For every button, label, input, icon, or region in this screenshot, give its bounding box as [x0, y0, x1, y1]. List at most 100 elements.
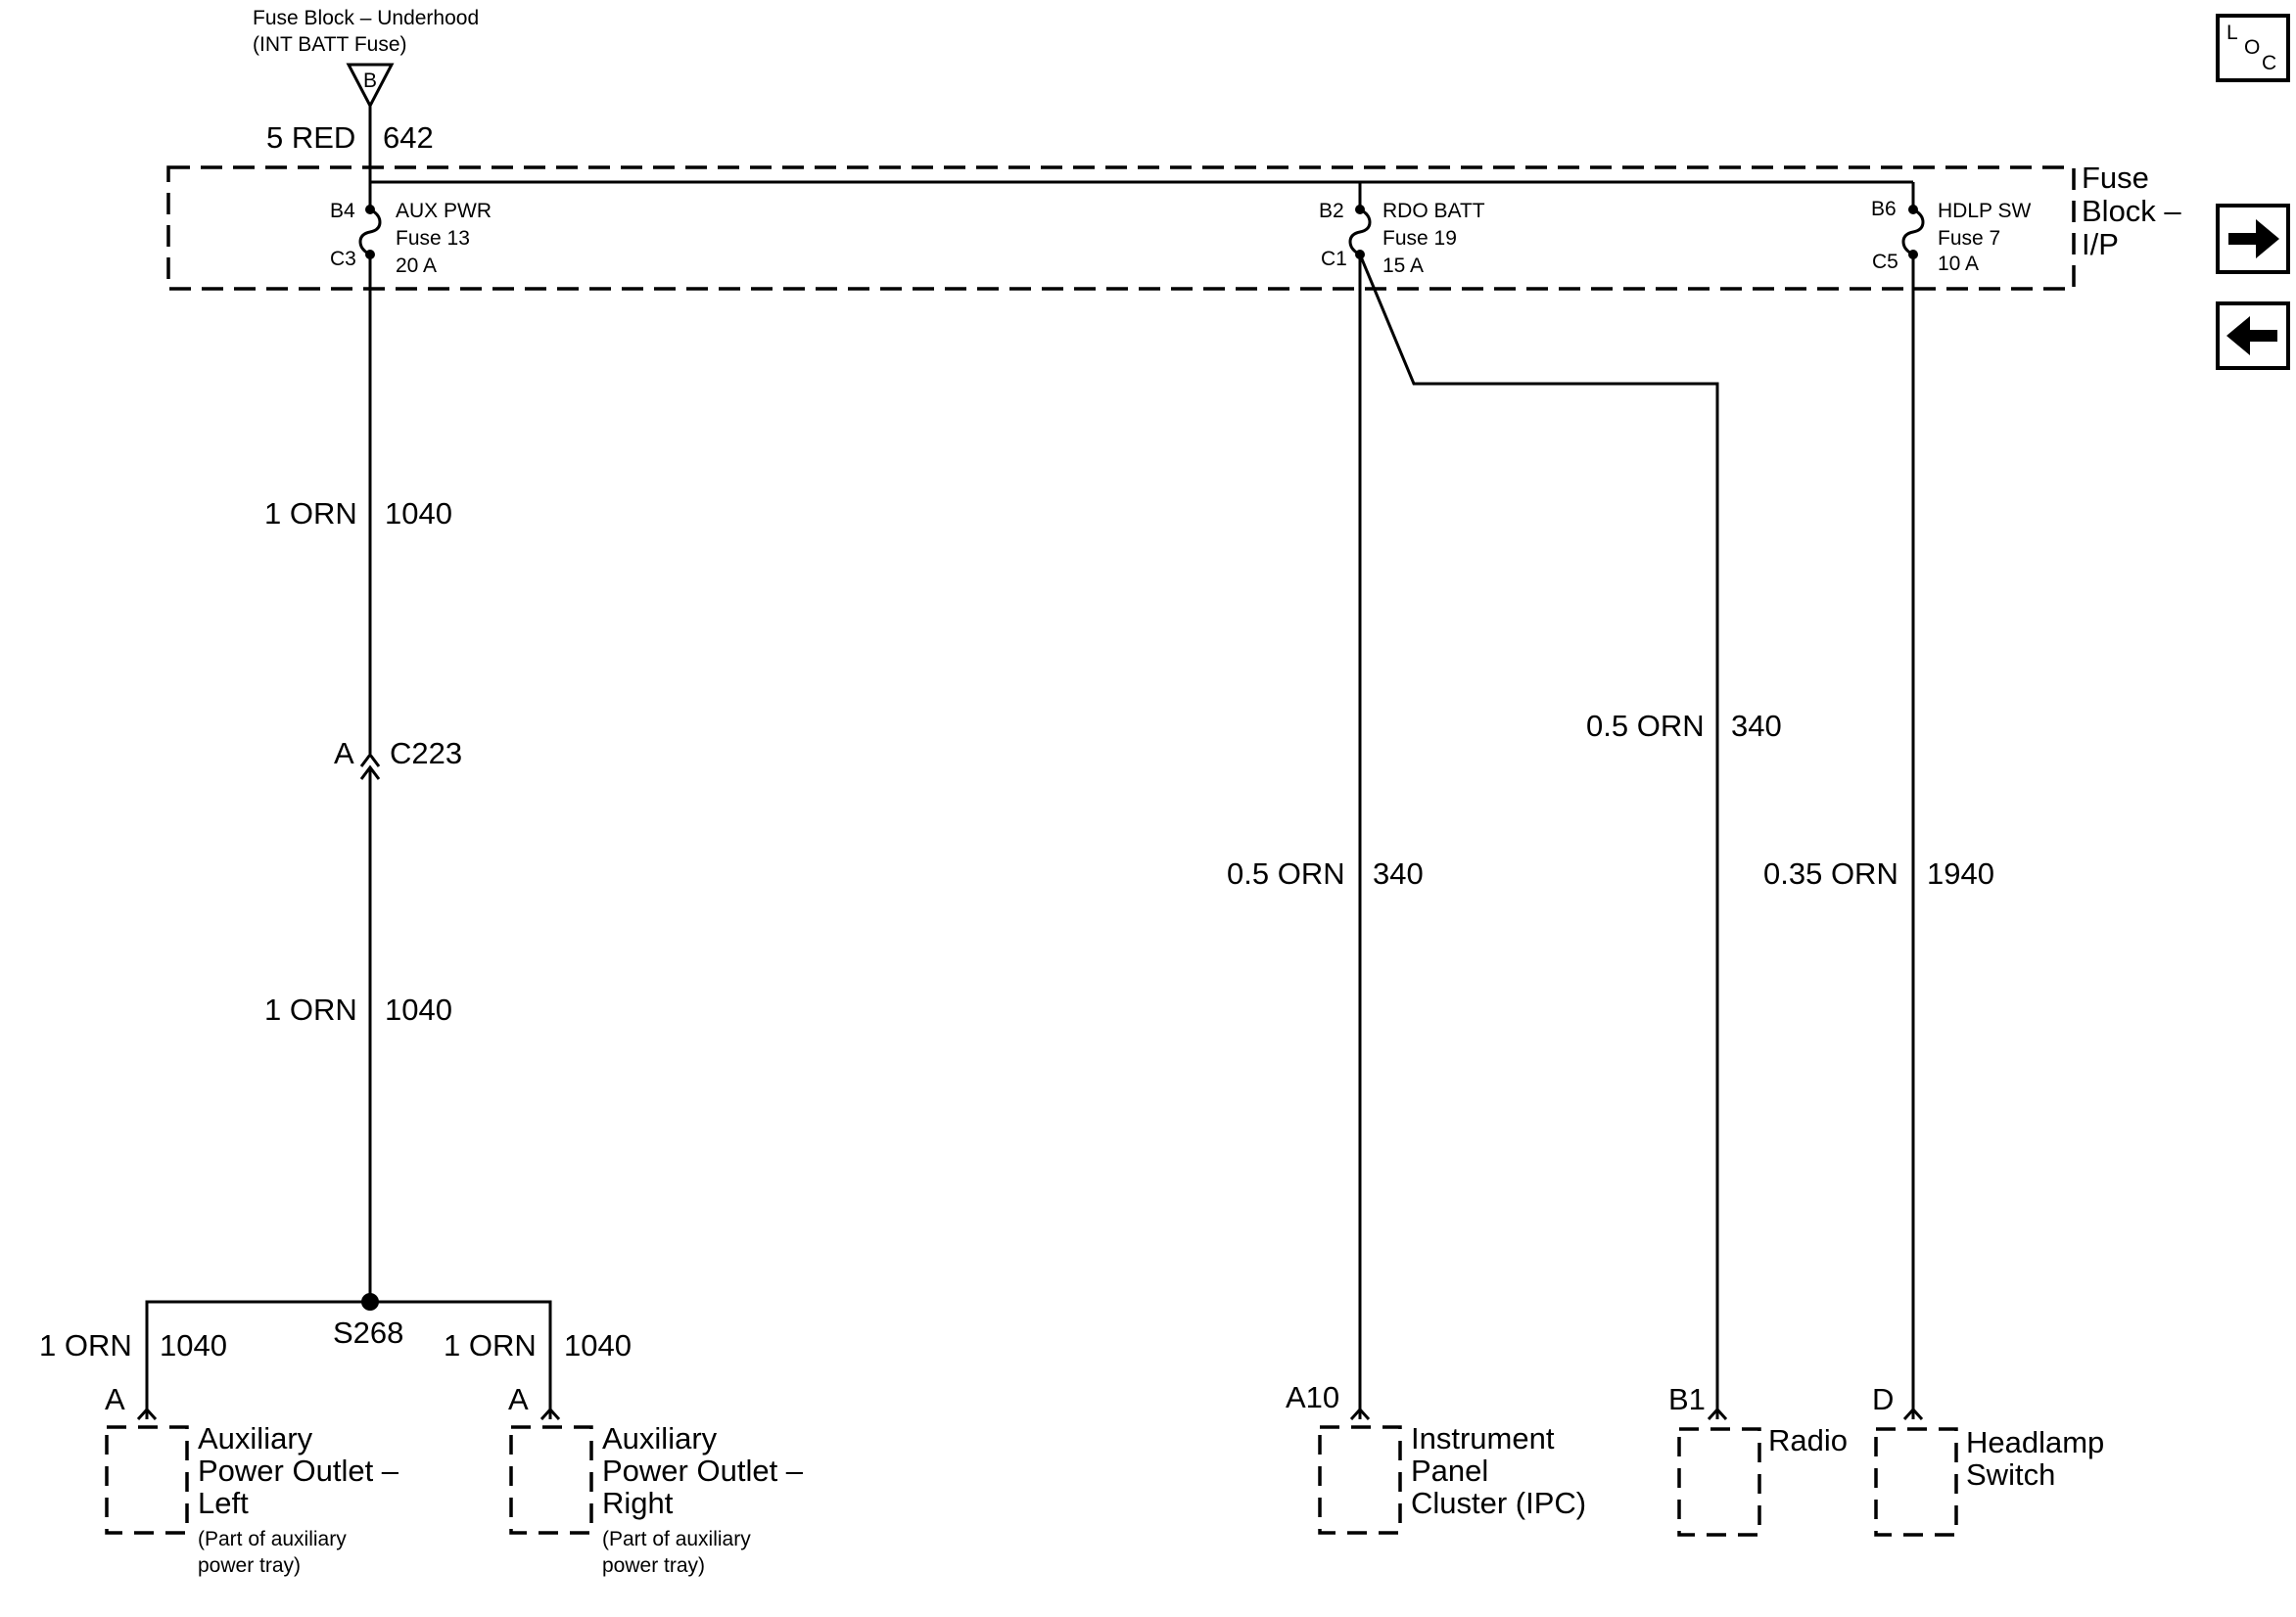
arrow-right-icon — [2228, 219, 2279, 258]
fuse-13: B4 C3 AUX PWR Fuse 13 20 A — [330, 200, 492, 277]
circuit-1940: 0.35 ORN 1940 — [1763, 254, 1994, 1419]
fuse-block-label-line1: Fuse — [2082, 161, 2149, 195]
fuse-19-name: RDO BATT — [1382, 200, 1485, 222]
fuse-13-symbol — [358, 208, 382, 256]
fuse-13-rating: 20 A — [396, 254, 437, 277]
component-radio: B1 Radio — [1668, 1382, 1848, 1537]
arrow-left-icon — [2226, 316, 2277, 355]
ipc-line3: Cluster (IPC) — [1411, 1486, 1586, 1520]
fuse-block-label-line3: I/P — [2082, 227, 2119, 261]
aux-left-box — [105, 1425, 189, 1535]
fuse-13-name: AUX PWR — [396, 200, 492, 222]
fuse-7: B6 C5 HDLP SW Fuse 7 10 A — [1871, 198, 2031, 275]
fuse-13-out-pin: C3 — [330, 248, 356, 270]
circuit-340-radio: 0.5 ORN 340 — [1358, 254, 1782, 1419]
wire-1040-lower-size: 1 ORN — [264, 993, 357, 1027]
wire-340-ipc-circuit: 340 — [1373, 856, 1424, 891]
wire-1040-upper-circuit: 1040 — [385, 496, 452, 531]
aux-left-note2: power tray) — [198, 1554, 301, 1577]
fuse-7-symbol — [1901, 208, 1925, 256]
splice-s268-label: S268 — [333, 1316, 403, 1350]
loc-button[interactable]: L O C — [2216, 14, 2290, 82]
headlamp-box — [1874, 1427, 1958, 1537]
wire-1040-upper-size: 1 ORN — [264, 496, 357, 531]
next-page-button[interactable] — [2216, 204, 2290, 274]
fuse-7-out-pin: C5 — [1872, 251, 1898, 273]
aux-right-line1: Auxiliary — [602, 1421, 718, 1455]
source-title-line2: (INT BATT Fuse) — [253, 33, 407, 56]
aux-right-box — [509, 1425, 593, 1535]
radio-line1: Radio — [1768, 1423, 1848, 1457]
wire-1040-left-circuit: 1040 — [160, 1328, 227, 1363]
source-title-line1: Fuse Block – Underhood — [253, 7, 479, 29]
aux-left-line3: Left — [198, 1486, 249, 1520]
loc-letter-c: C — [2262, 52, 2276, 74]
fuse-19-number: Fuse 19 — [1382, 227, 1457, 250]
fuse-7-number: Fuse 7 — [1938, 227, 2000, 250]
wire-340-radio-circuit: 340 — [1731, 709, 1782, 743]
headlamp-pin-symbol — [1902, 1407, 1924, 1421]
fuse-19-rating: 15 A — [1382, 254, 1424, 277]
prev-page-button[interactable] — [2216, 301, 2290, 370]
component-instrument-panel-cluster: A10 Instrument Panel Cluster (IPC) — [1286, 1380, 1586, 1535]
fuse-13-number: Fuse 13 — [396, 227, 470, 250]
loc-letter-o: O — [2244, 36, 2260, 59]
wire-1940-circuit: 1940 — [1927, 856, 1994, 891]
aux-left-pin-symbol — [136, 1407, 158, 1421]
wire-1040-lower-circuit: 1040 — [385, 993, 452, 1027]
fuse-19-in-pin: B2 — [1319, 200, 1344, 222]
source-terminal-triangle — [346, 63, 395, 110]
wire-1040-right-size: 1 ORN — [444, 1328, 537, 1363]
wire-1040-branches — [145, 1300, 552, 1419]
source-fuse-block-underhood: Fuse Block – Underhood (INT BATT Fuse) B… — [253, 7, 479, 182]
circuit-340-ipc: 0.5 ORN 340 — [1227, 254, 1424, 1419]
loc-letter-l: L — [2226, 22, 2238, 44]
aux-left-pin: A — [105, 1382, 125, 1416]
radio-pin-symbol — [1707, 1407, 1728, 1421]
headlamp-line1: Headlamp — [1966, 1425, 2104, 1459]
fuse-13-in-pin: B4 — [330, 200, 355, 222]
wire-1940-size: 0.35 ORN — [1763, 856, 1898, 891]
connector-c223-pin: A — [334, 736, 354, 770]
aux-left-note1: (Part of auxiliary — [198, 1528, 347, 1550]
radio-pin: B1 — [1668, 1382, 1706, 1416]
ipc-line2: Panel — [1411, 1454, 1488, 1488]
ipc-pin-symbol — [1349, 1407, 1371, 1421]
aux-right-pin: A — [508, 1382, 529, 1416]
ipc-pin: A10 — [1286, 1380, 1339, 1414]
component-aux-power-outlet-left: A Auxiliary Power Outlet – Left (Part of… — [105, 1382, 399, 1577]
fuse-block-ip: Fuse Block – I/P B4 C3 AUX PWR Fuse 13 2… — [166, 161, 2181, 291]
headlamp-pin: D — [1872, 1382, 1894, 1416]
aux-left-line2: Power Outlet – — [198, 1454, 399, 1488]
wire-340-ipc-size: 0.5 ORN — [1227, 856, 1345, 891]
aux-right-line3: Right — [602, 1486, 674, 1520]
aux-left-line1: Auxiliary — [198, 1421, 313, 1455]
source-terminal-label: B — [363, 69, 377, 92]
wire-1040-right-circuit: 1040 — [564, 1328, 632, 1363]
ipc-line1: Instrument — [1411, 1421, 1555, 1455]
aux-right-note2: power tray) — [602, 1554, 705, 1577]
wire-1040-left-size: 1 ORN — [39, 1328, 132, 1363]
fuse-19-out-pin: C1 — [1321, 248, 1347, 270]
fuse-7-name: HDLP SW — [1938, 200, 2031, 222]
wire-642-size: 5 RED — [266, 120, 355, 155]
component-aux-power-outlet-right: A Auxiliary Power Outlet – Right (Part o… — [508, 1382, 804, 1577]
fuse-block-label-line2: Block – — [2082, 194, 2181, 228]
fuse-19-symbol — [1348, 208, 1372, 256]
circuit-1040: 1 ORN 1040 A C223 1 ORN 1040 S268 1 ORN … — [39, 254, 632, 1419]
ipc-box — [1318, 1425, 1402, 1535]
connector-c223: A C223 — [334, 736, 462, 780]
component-headlamp-switch: D Headlamp Switch — [1872, 1382, 2104, 1537]
fuse-19: B2 C1 RDO BATT Fuse 19 15 A — [1319, 200, 1485, 277]
fuse-block-boundary — [166, 165, 2076, 291]
headlamp-line2: Switch — [1966, 1457, 2055, 1492]
fuse-7-in-pin: B6 — [1871, 198, 1897, 220]
wire-340-radio — [1358, 254, 1719, 1419]
aux-right-note1: (Part of auxiliary — [602, 1528, 751, 1550]
radio-box — [1677, 1427, 1761, 1537]
aux-right-line2: Power Outlet – — [602, 1454, 804, 1488]
connector-c223-name: C223 — [390, 736, 462, 770]
wire-340-radio-size: 0.5 ORN — [1586, 709, 1705, 743]
aux-right-pin-symbol — [539, 1407, 561, 1421]
